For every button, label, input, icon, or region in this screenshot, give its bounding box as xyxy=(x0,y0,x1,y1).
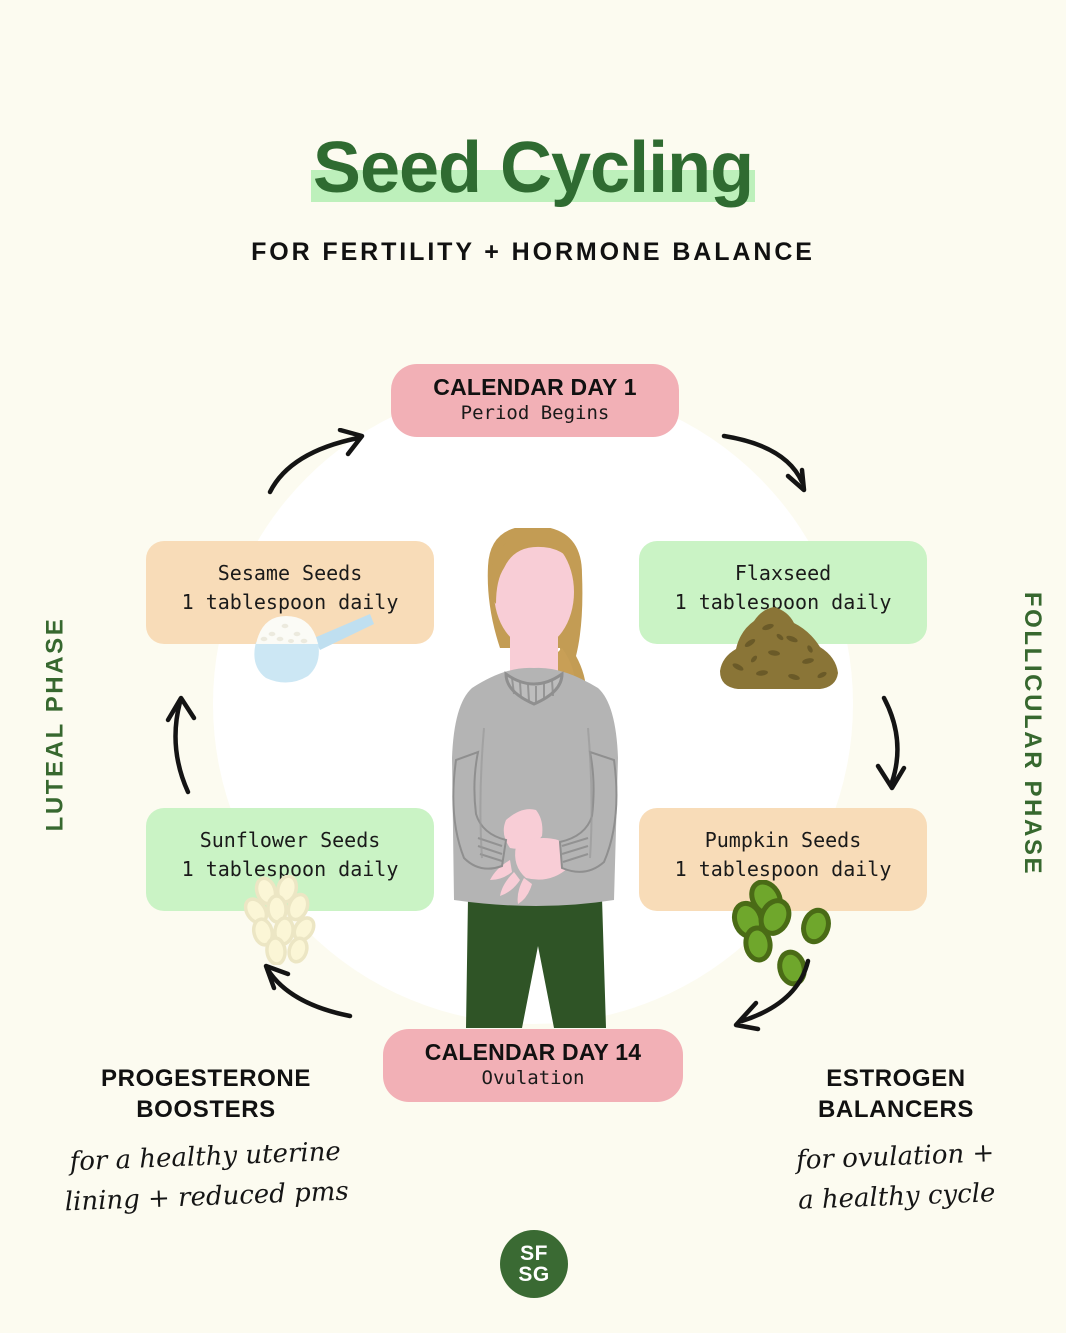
footer-right-script: for ovulation + a healthy cycle xyxy=(795,1138,996,1217)
page-subtitle: FOR FERTILITY + HORMONE BALANCE xyxy=(251,238,815,266)
page-title-text: Seed Cycling xyxy=(312,128,754,208)
card-pumpkin-name: Pumpkin Seeds xyxy=(704,828,862,852)
card-sunflower-seeds: Sunflower Seeds 1 tablespoon daily xyxy=(146,808,434,911)
card-sesame-dose: 1 tablespoon daily xyxy=(181,590,399,614)
footer-estrogen-balancers: ESTROGEN BALANCERS for ovulation + a hea… xyxy=(736,1064,1056,1218)
flow-arrow-bottom-right-icon xyxy=(733,958,811,1032)
footer-right-title: ESTROGEN BALANCERS xyxy=(817,1065,975,1123)
card-sunflower-dose: 1 tablespoon daily xyxy=(181,857,399,881)
card-sesame-seeds: Sesame Seeds 1 tablespoon daily xyxy=(146,541,434,644)
phase-label-follicular: FOLLICULAR PHASE xyxy=(1019,591,1047,877)
badge-calendar-day-14: CALENDAR DAY 14 Ovulation xyxy=(383,1029,683,1102)
title-highlight-bar xyxy=(310,170,756,202)
flow-arrow-top-left-icon xyxy=(267,428,365,495)
logo-line-1: SF xyxy=(520,1241,548,1265)
logo-line-2: SG xyxy=(518,1263,550,1286)
footer-progesterone-boosters: PROGESTERONE BOOSTERS for a healthy uter… xyxy=(36,1064,376,1218)
flow-arrow-top-right-icon xyxy=(721,433,807,493)
card-pumpkin-dose: 1 tablespoon daily xyxy=(674,857,892,881)
badge-day14-title: CALENDAR DAY 14 xyxy=(424,1039,642,1065)
card-flaxseed-name: Flaxseed xyxy=(734,561,832,585)
flow-arrow-right-icon xyxy=(875,695,907,791)
phase-label-luteal: LUTEAL PHASE xyxy=(41,616,69,832)
badge-calendar-day-1: CALENDAR DAY 1 Period Begins xyxy=(391,364,679,437)
card-sunflower-name: Sunflower Seeds xyxy=(199,828,381,852)
card-flaxseed-dose: 1 tablespoon daily xyxy=(674,590,892,614)
page-title: Seed Cycling xyxy=(307,132,759,204)
footer-left-title: PROGESTERONE BOOSTERS xyxy=(101,1065,311,1123)
badge-day1-title: CALENDAR DAY 1 xyxy=(433,374,637,400)
card-flaxseed: Flaxseed 1 tablespoon daily xyxy=(639,541,927,644)
page-header: Seed Cycling FOR FERTILITY + HORMONE BAL… xyxy=(0,132,1066,267)
footer-left-script: for a healthy uterine lining + reduced p… xyxy=(64,1137,350,1219)
flow-arrow-bottom-left-icon xyxy=(263,963,353,1019)
sfsg-logo: SF SG xyxy=(500,1230,568,1298)
card-sesame-name: Sesame Seeds xyxy=(217,561,363,585)
badge-day1-subtitle: Period Begins xyxy=(460,402,610,425)
flow-arrow-left-icon xyxy=(165,695,197,795)
card-pumpkin-seeds: Pumpkin Seeds 1 tablespoon daily xyxy=(639,808,927,911)
badge-day14-subtitle: Ovulation xyxy=(481,1067,585,1090)
